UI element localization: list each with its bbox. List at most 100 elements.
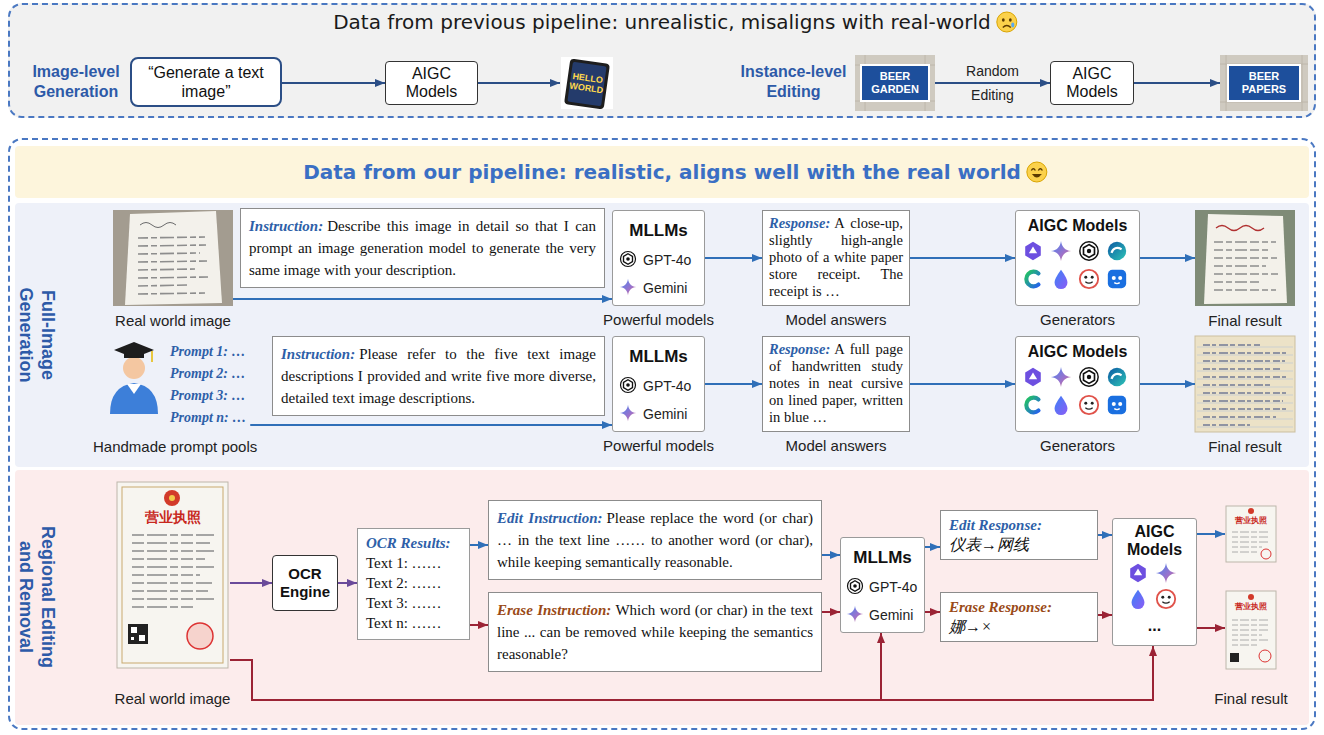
license-photo-part — [132, 598, 214, 600]
generator-logos-part — [1132, 590, 1145, 609]
response-box: Response:A close-up, slightly high-angle… — [762, 210, 910, 306]
flow-arrow — [1140, 257, 1195, 259]
sign-photo-part — [855, 55, 935, 111]
flow-arrow — [1134, 82, 1220, 84]
sad-face-emoji-part — [1009, 18, 1012, 22]
happy-face-emoji-part — [1027, 162, 1047, 182]
generator-logos-part — [1080, 368, 1098, 386]
node-text: MLLMs — [613, 347, 704, 367]
generator-logos-part — [1025, 368, 1041, 386]
sad-face-emoji-part — [1011, 23, 1014, 28]
node-text: Response: — [769, 341, 830, 357]
flow-arrow — [233, 298, 612, 300]
license-result-photo-part — [1232, 635, 1262, 636]
student-icon-part — [110, 383, 158, 414]
license-photo-part — [132, 535, 214, 607]
flow-arrow — [822, 554, 840, 556]
sign-photo — [1220, 55, 1308, 111]
receipt-photo-part — [138, 269, 195, 270]
caption-text: Real world image — [115, 690, 231, 708]
handwritten-notes-photo-part — [1203, 384, 1270, 385]
license-photo-part — [169, 495, 175, 501]
caption-text: Real world image — [115, 312, 231, 330]
tablet-illustration — [561, 57, 613, 110]
license-result-photo-part — [1232, 552, 1258, 553]
instruction-box: Edit Instruction:Please replace the word… — [488, 500, 822, 580]
node-text: Prompt 3: … — [170, 386, 245, 406]
handwritten-notes-photo-part — [1197, 411, 1293, 412]
node-text: AIGC Models — [1055, 65, 1129, 101]
sign-photo-part — [1228, 65, 1300, 101]
node-text: GPT-4o — [643, 377, 691, 395]
handwritten-notes-photo-part — [1203, 400, 1283, 401]
license-result-photo-part — [1232, 625, 1268, 626]
flow-arrow — [1098, 614, 1112, 616]
node-text: OCR Results: — [366, 533, 457, 553]
license-result-photo-part — [1259, 650, 1271, 662]
generator-logos-part — [1080, 242, 1098, 260]
handwritten-notes-photo-part — [1197, 371, 1293, 372]
node-text: OCR Engine — [277, 565, 333, 601]
generator-logos-part — [1026, 272, 1038, 287]
node-text: Edit Instruction: — [497, 510, 603, 526]
generator-logos-part — [1108, 242, 1126, 260]
license-photo-part — [122, 487, 223, 663]
ocr-box: OCR Engine — [272, 555, 338, 611]
receipt-result-photo-part — [1195, 210, 1295, 306]
model-logos-part — [848, 579, 863, 594]
handwritten-notes-photo-part — [1203, 368, 1280, 369]
caption-text: Generators — [1040, 311, 1115, 329]
model-logos-part — [620, 405, 637, 422]
student-icon — [110, 342, 158, 414]
flow-arrow — [470, 624, 488, 626]
node-text: Erase Instruction: — [497, 602, 611, 618]
node-text: AIGC Models — [1016, 342, 1139, 362]
node-text: 仪表→网线 — [949, 535, 1089, 555]
license-photo-part — [132, 574, 200, 576]
node-text: ... — [1113, 617, 1196, 635]
handwritten-notes-photo-part — [1197, 347, 1293, 427]
handwritten-notes-photo-part — [1197, 363, 1293, 364]
license-result-photo-part — [1232, 645, 1258, 646]
instruction-box: Erase Instruction:Which word (or char) i… — [488, 592, 822, 672]
handwritten-notes-photo-part — [1197, 403, 1293, 404]
license-result-photo-part — [1232, 620, 1270, 621]
receipt-result-photo-part — [1214, 242, 1278, 290]
license-photo-part — [117, 482, 228, 668]
node-text: Data from previous pipeline: unrealistic… — [10, 10, 1314, 34]
title-band — [15, 146, 1309, 198]
flow-arrow — [1140, 383, 1195, 385]
happy-face-emoji-part — [1038, 169, 1042, 171]
generator-logos-part — [1051, 367, 1071, 387]
generator-logos-part — [1108, 368, 1126, 386]
model-box: AIGC Models — [1050, 61, 1134, 105]
node-text: 营业执照 — [115, 510, 230, 527]
caption-text: Final result — [1208, 312, 1281, 330]
section-label: Image-level Generation — [26, 62, 126, 102]
license-photo-part — [131, 627, 137, 633]
flow-arrow — [1098, 534, 1112, 536]
prompt-box: “Generate a text image” — [130, 57, 282, 107]
node-text: 营业执照 — [1225, 516, 1277, 526]
handwritten-notes-photo-part — [1203, 416, 1276, 417]
instruction-box: Instruction:Describe this image in detai… — [240, 208, 605, 288]
sad-face-emoji — [997, 12, 1017, 32]
receipt-photo-part — [138, 293, 205, 294]
node-text: Response: — [769, 215, 830, 231]
flow-arrow — [478, 82, 560, 84]
flow-arrow — [230, 582, 272, 584]
sign-photo-part — [1220, 55, 1308, 111]
caption-text: Powerful models — [603, 437, 714, 455]
flow-arrow — [910, 383, 1015, 385]
receipt-result-photo-part — [1214, 289, 1276, 291]
license-photo-part — [132, 558, 205, 560]
instruction-box: Instruction:Please refer to the five tex… — [272, 336, 605, 416]
node-text: Text n: …… — [366, 613, 461, 633]
response-box: Erase Response:娜→× — [940, 592, 1098, 642]
handwritten-notes-photo-part — [1203, 424, 1250, 425]
node-text: Gemini — [869, 606, 913, 624]
node-text: Edit Response: — [949, 515, 1085, 535]
handwritten-notes-photo-part — [1197, 379, 1293, 380]
generator-logos-part — [1156, 563, 1176, 583]
node-text: Text 2: …… — [366, 573, 461, 593]
